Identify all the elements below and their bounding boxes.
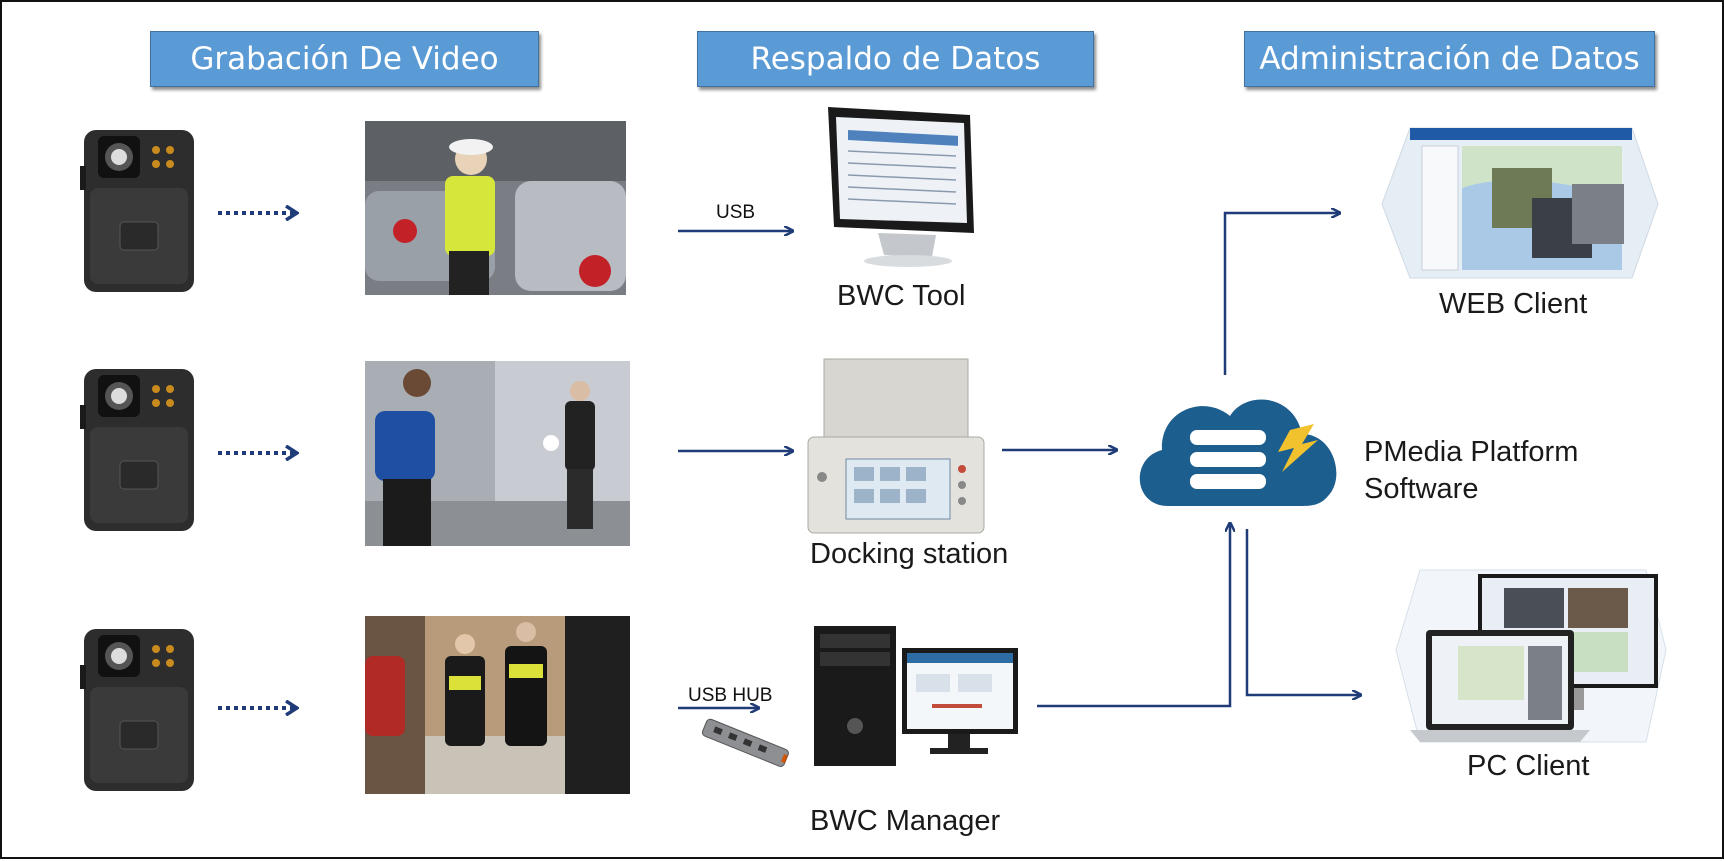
lightning-icon bbox=[1278, 424, 1318, 472]
header-recording: Grabación De Video bbox=[150, 31, 539, 87]
photo-security-guard bbox=[365, 361, 630, 546]
pc-client-label: PC Client bbox=[1467, 750, 1590, 782]
usb-hub-label: USB HUB bbox=[688, 685, 773, 706]
header-backup: Respaldo de Datos bbox=[697, 31, 1094, 87]
platform-label-line1: PMedia Platform bbox=[1364, 436, 1579, 468]
platform-label-line2: Software bbox=[1364, 473, 1479, 505]
body-camera-icon bbox=[80, 130, 194, 292]
usb-label: USB bbox=[716, 202, 756, 223]
arrow-cloud-to-web bbox=[1223, 213, 1339, 375]
bwc-manager-label: BWC Manager bbox=[810, 805, 1001, 837]
usb-hub-icon bbox=[701, 718, 789, 767]
docking-station-label: Docking station bbox=[810, 538, 1009, 570]
body-camera-icon bbox=[80, 629, 194, 791]
body-camera-icon bbox=[80, 369, 194, 531]
bwc-tool-label: BWC Tool bbox=[837, 280, 966, 312]
web-client-label: WEB Client bbox=[1439, 288, 1588, 320]
header-management: Administración de Datos bbox=[1244, 31, 1655, 87]
arrow-manager-to-cloud bbox=[1037, 524, 1230, 708]
photo-police-patrol bbox=[365, 616, 630, 794]
arrow-cloud-to-pc bbox=[1245, 529, 1360, 695]
photo-traffic-stop bbox=[365, 121, 626, 295]
